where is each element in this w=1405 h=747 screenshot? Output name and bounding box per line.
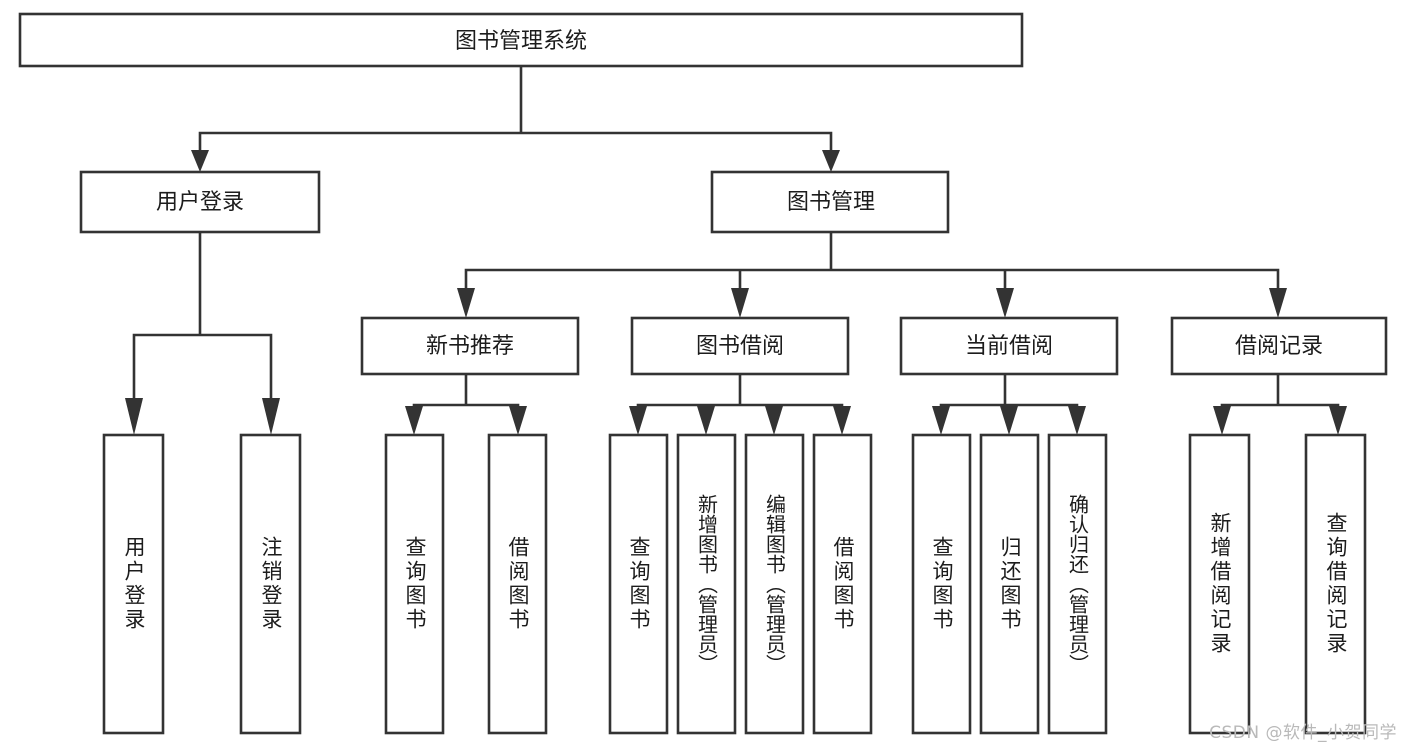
connector-group: [125, 64, 1347, 435]
leaf-boxes-group: [102, 433, 1367, 735]
connector-bookborrow-bus: [636, 372, 844, 414]
node-borrow-record-label: 借阅记录: [1235, 334, 1323, 359]
leaf-query-record-box[interactable]: [1304, 433, 1367, 735]
node-user-login[interactable]: 用户登录: [79, 170, 321, 234]
leaf-borrow-book-1-box[interactable]: [487, 433, 548, 735]
node-new-book-rec-label: 新书推荐: [426, 334, 514, 359]
arrow-to-user-login: [191, 150, 209, 172]
leaf-borrow-book-2-box[interactable]: [812, 433, 873, 735]
leaf-query-book-3-box[interactable]: [911, 433, 972, 735]
leaf-add-book-box[interactable]: [676, 433, 737, 735]
arrow-to-book-borrow: [731, 288, 749, 318]
node-current-borrow[interactable]: 当前借阅: [899, 316, 1119, 376]
leaf-user-logout-box[interactable]: [239, 433, 302, 735]
arrow-to-leaf-add-book: [697, 406, 715, 435]
connector-bookmanage-bus: [464, 230, 1280, 292]
leaf-query-book-1-box[interactable]: [384, 433, 445, 735]
connector-borrowrecord-bus: [1220, 372, 1340, 414]
node-book-manage-label: 图书管理: [787, 190, 875, 215]
arrow-to-new-book-rec: [457, 288, 475, 318]
node-book-manage[interactable]: 图书管理: [710, 170, 950, 234]
node-borrow-record-box[interactable]: [1170, 316, 1388, 376]
connector-root-to-level2: [198, 64, 833, 157]
node-borrow-record[interactable]: 借阅记录: [1170, 316, 1388, 376]
arrow-to-borrow-record: [1269, 288, 1287, 318]
node-book-borrow-label: 图书借阅: [696, 334, 784, 359]
arrow-to-leaf-borrow-book-2: [833, 406, 851, 435]
arrow-to-leaf-borrow-book-1: [509, 406, 527, 435]
arrow-to-leaf-query-book-2: [629, 406, 647, 435]
arrow-to-leaf-add-record: [1213, 406, 1231, 435]
connector-userlogin-bus: [132, 230, 273, 402]
node-book-borrow[interactable]: 图书借阅: [630, 316, 850, 376]
leaf-query-book-2-box[interactable]: [608, 433, 669, 735]
arrow-to-leaf-user-login: [125, 398, 143, 435]
node-book-borrow-box[interactable]: [630, 316, 850, 376]
arrow-to-leaf-query-book-1: [405, 406, 423, 435]
node-new-book-rec-box[interactable]: [360, 316, 580, 376]
watermark: CSDN @软件_小贺同学: [1209, 723, 1397, 743]
node-current-borrow-box[interactable]: [899, 316, 1119, 376]
node-root[interactable]: 图书管理系统: [18, 12, 1024, 68]
leaf-return-book-box[interactable]: [979, 433, 1040, 735]
arrow-to-leaf-edit-book: [765, 406, 783, 435]
arrow-to-leaf-query-record: [1329, 406, 1347, 435]
node-user-login-box[interactable]: [79, 170, 321, 234]
arrow-to-book-manage: [822, 150, 840, 172]
leaf-user-login-box[interactable]: [102, 433, 165, 735]
arrow-to-leaf-return-book: [1000, 406, 1018, 435]
node-new-book-rec[interactable]: 新书推荐: [360, 316, 580, 376]
arrow-to-current-borrow: [996, 288, 1014, 318]
arrow-to-leaf-confirm-return: [1068, 406, 1086, 435]
connector-newbook-bus: [412, 372, 520, 414]
leaf-confirm-return-box[interactable]: [1047, 433, 1108, 735]
node-user-login-label: 用户登录: [156, 190, 244, 215]
node-root-label: 图书管理系统: [455, 29, 587, 54]
arrow-to-leaf-query-book-3: [932, 406, 950, 435]
arrow-to-leaf-user-logout: [262, 398, 280, 435]
node-root-box[interactable]: [18, 12, 1024, 68]
leaf-edit-book-box[interactable]: [744, 433, 805, 735]
node-current-borrow-label: 当前借阅: [965, 334, 1053, 359]
leaf-add-record-box[interactable]: [1188, 433, 1251, 735]
node-book-manage-box[interactable]: [710, 170, 950, 234]
